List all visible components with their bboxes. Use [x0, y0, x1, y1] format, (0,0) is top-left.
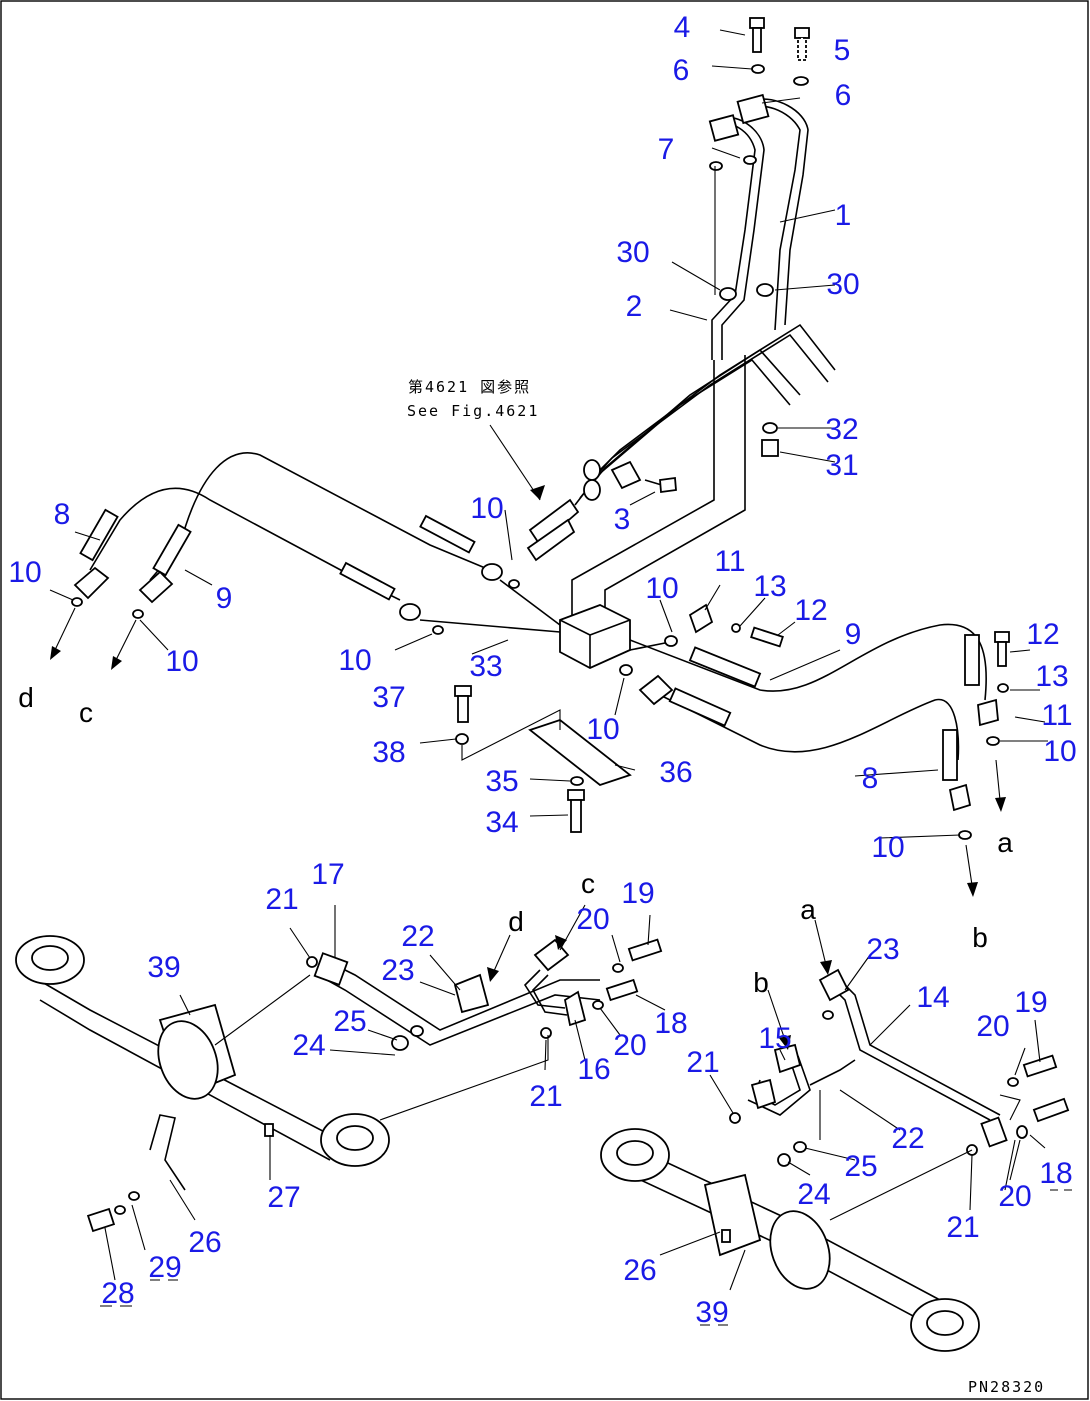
callout-1: 1 — [835, 199, 852, 232]
left-hoses — [49, 452, 561, 670]
callout-23: 23 — [866, 933, 899, 966]
callout-2: 2 — [626, 290, 643, 323]
callout-27: 27 — [267, 1181, 300, 1214]
connection-letter-b: b — [972, 922, 988, 953]
callout-24: 24 — [797, 1178, 830, 1211]
right-hoses — [614, 584, 1048, 897]
callout-6: 6 — [835, 79, 852, 112]
callout-21: 21 — [529, 1080, 562, 1113]
callout-17: 17 — [311, 858, 344, 891]
callout-36: 36 — [659, 756, 692, 789]
callout-19: 19 — [1014, 986, 1047, 1019]
callout-19: 19 — [621, 877, 654, 910]
callout-20: 20 — [998, 1180, 1031, 1213]
callout-22: 22 — [891, 1122, 924, 1155]
connection-letter-c: c — [79, 697, 93, 728]
callout-21: 21 — [946, 1211, 979, 1244]
see-fig-note-jp: 第4621 図参照 — [408, 378, 531, 396]
callout-8: 8 — [54, 498, 71, 531]
connection-letter-d: d — [18, 682, 34, 713]
connection-letters: a b c d a b c d — [18, 682, 1013, 998]
center-fasteners — [419, 685, 636, 833]
callout-28: 28 — [101, 1277, 134, 1310]
connection-letter-a: a — [997, 827, 1013, 858]
callout-8: 8 — [862, 762, 879, 795]
callout-6: 6 — [673, 54, 690, 87]
callout-21: 21 — [265, 883, 298, 916]
callout-33: 33 — [469, 650, 502, 683]
callout-38: 38 — [372, 736, 405, 769]
callout-39: 39 — [695, 1296, 728, 1329]
callout-15: 15 — [758, 1022, 791, 1055]
callout-21: 21 — [686, 1046, 719, 1079]
callout-18: 18 — [654, 1007, 687, 1040]
callout-24: 24 — [292, 1029, 325, 1062]
callout-12: 12 — [794, 594, 827, 627]
callout-10: 10 — [338, 644, 371, 677]
callout-26: 26 — [188, 1226, 221, 1259]
left-cylinder — [15, 904, 666, 1281]
callout-30: 30 — [616, 236, 649, 269]
callout-9: 9 — [845, 618, 862, 651]
figure-id: PN28320 — [968, 1378, 1045, 1396]
callout-10: 10 — [1043, 735, 1076, 768]
callout-13: 13 — [753, 570, 786, 603]
right-cylinder — [600, 919, 1070, 1352]
callout-10: 10 — [165, 645, 198, 678]
callout-13: 13 — [1035, 660, 1068, 693]
callout-29: 29 — [148, 1251, 181, 1284]
connection-letter-b: b — [753, 967, 769, 998]
callout-3: 3 — [614, 503, 631, 536]
callout-14: 14 — [916, 981, 949, 1014]
callout-22: 22 — [401, 920, 434, 953]
callout-20: 20 — [976, 1010, 1009, 1043]
upper-pipe-assembly: 第4621 図参照 See Fig.4621 — [407, 17, 836, 670]
callout-20: 20 — [576, 903, 609, 936]
callout-32: 32 — [825, 413, 858, 446]
callout-25: 25 — [333, 1005, 366, 1038]
callout-10: 10 — [470, 492, 503, 525]
callout-4: 4 — [674, 11, 691, 44]
callout-18: 18 — [1039, 1157, 1072, 1190]
callout-23: 23 — [381, 954, 414, 987]
callout-10: 10 — [8, 556, 41, 589]
callout-9: 9 — [216, 582, 233, 615]
callout-39: 39 — [147, 951, 180, 984]
callout-31: 31 — [825, 449, 858, 482]
connection-letter-c: c — [581, 868, 595, 899]
callout-10: 10 — [645, 572, 678, 605]
connection-letter-a: a — [800, 894, 816, 925]
callout-10: 10 — [586, 713, 619, 746]
callout-7: 7 — [658, 133, 675, 166]
callout-16: 16 — [577, 1053, 610, 1086]
callout-11: 11 — [714, 545, 745, 578]
callout-11: 11 — [1041, 699, 1072, 732]
callout-26: 26 — [623, 1254, 656, 1287]
callout-12: 12 — [1026, 618, 1059, 651]
callout-35: 35 — [485, 765, 518, 798]
callout-10: 10 — [871, 831, 904, 864]
callout-25: 25 — [844, 1150, 877, 1183]
callout-30: 30 — [826, 268, 859, 301]
callout-5: 5 — [834, 34, 851, 67]
callout-20: 20 — [613, 1029, 646, 1062]
callout-37: 37 — [372, 681, 405, 714]
part-dash-marks — [100, 1189, 1072, 1326]
connection-letter-d: d — [508, 906, 524, 937]
callout-34: 34 — [485, 806, 518, 839]
see-fig-note-en: See Fig.4621 — [407, 402, 539, 420]
